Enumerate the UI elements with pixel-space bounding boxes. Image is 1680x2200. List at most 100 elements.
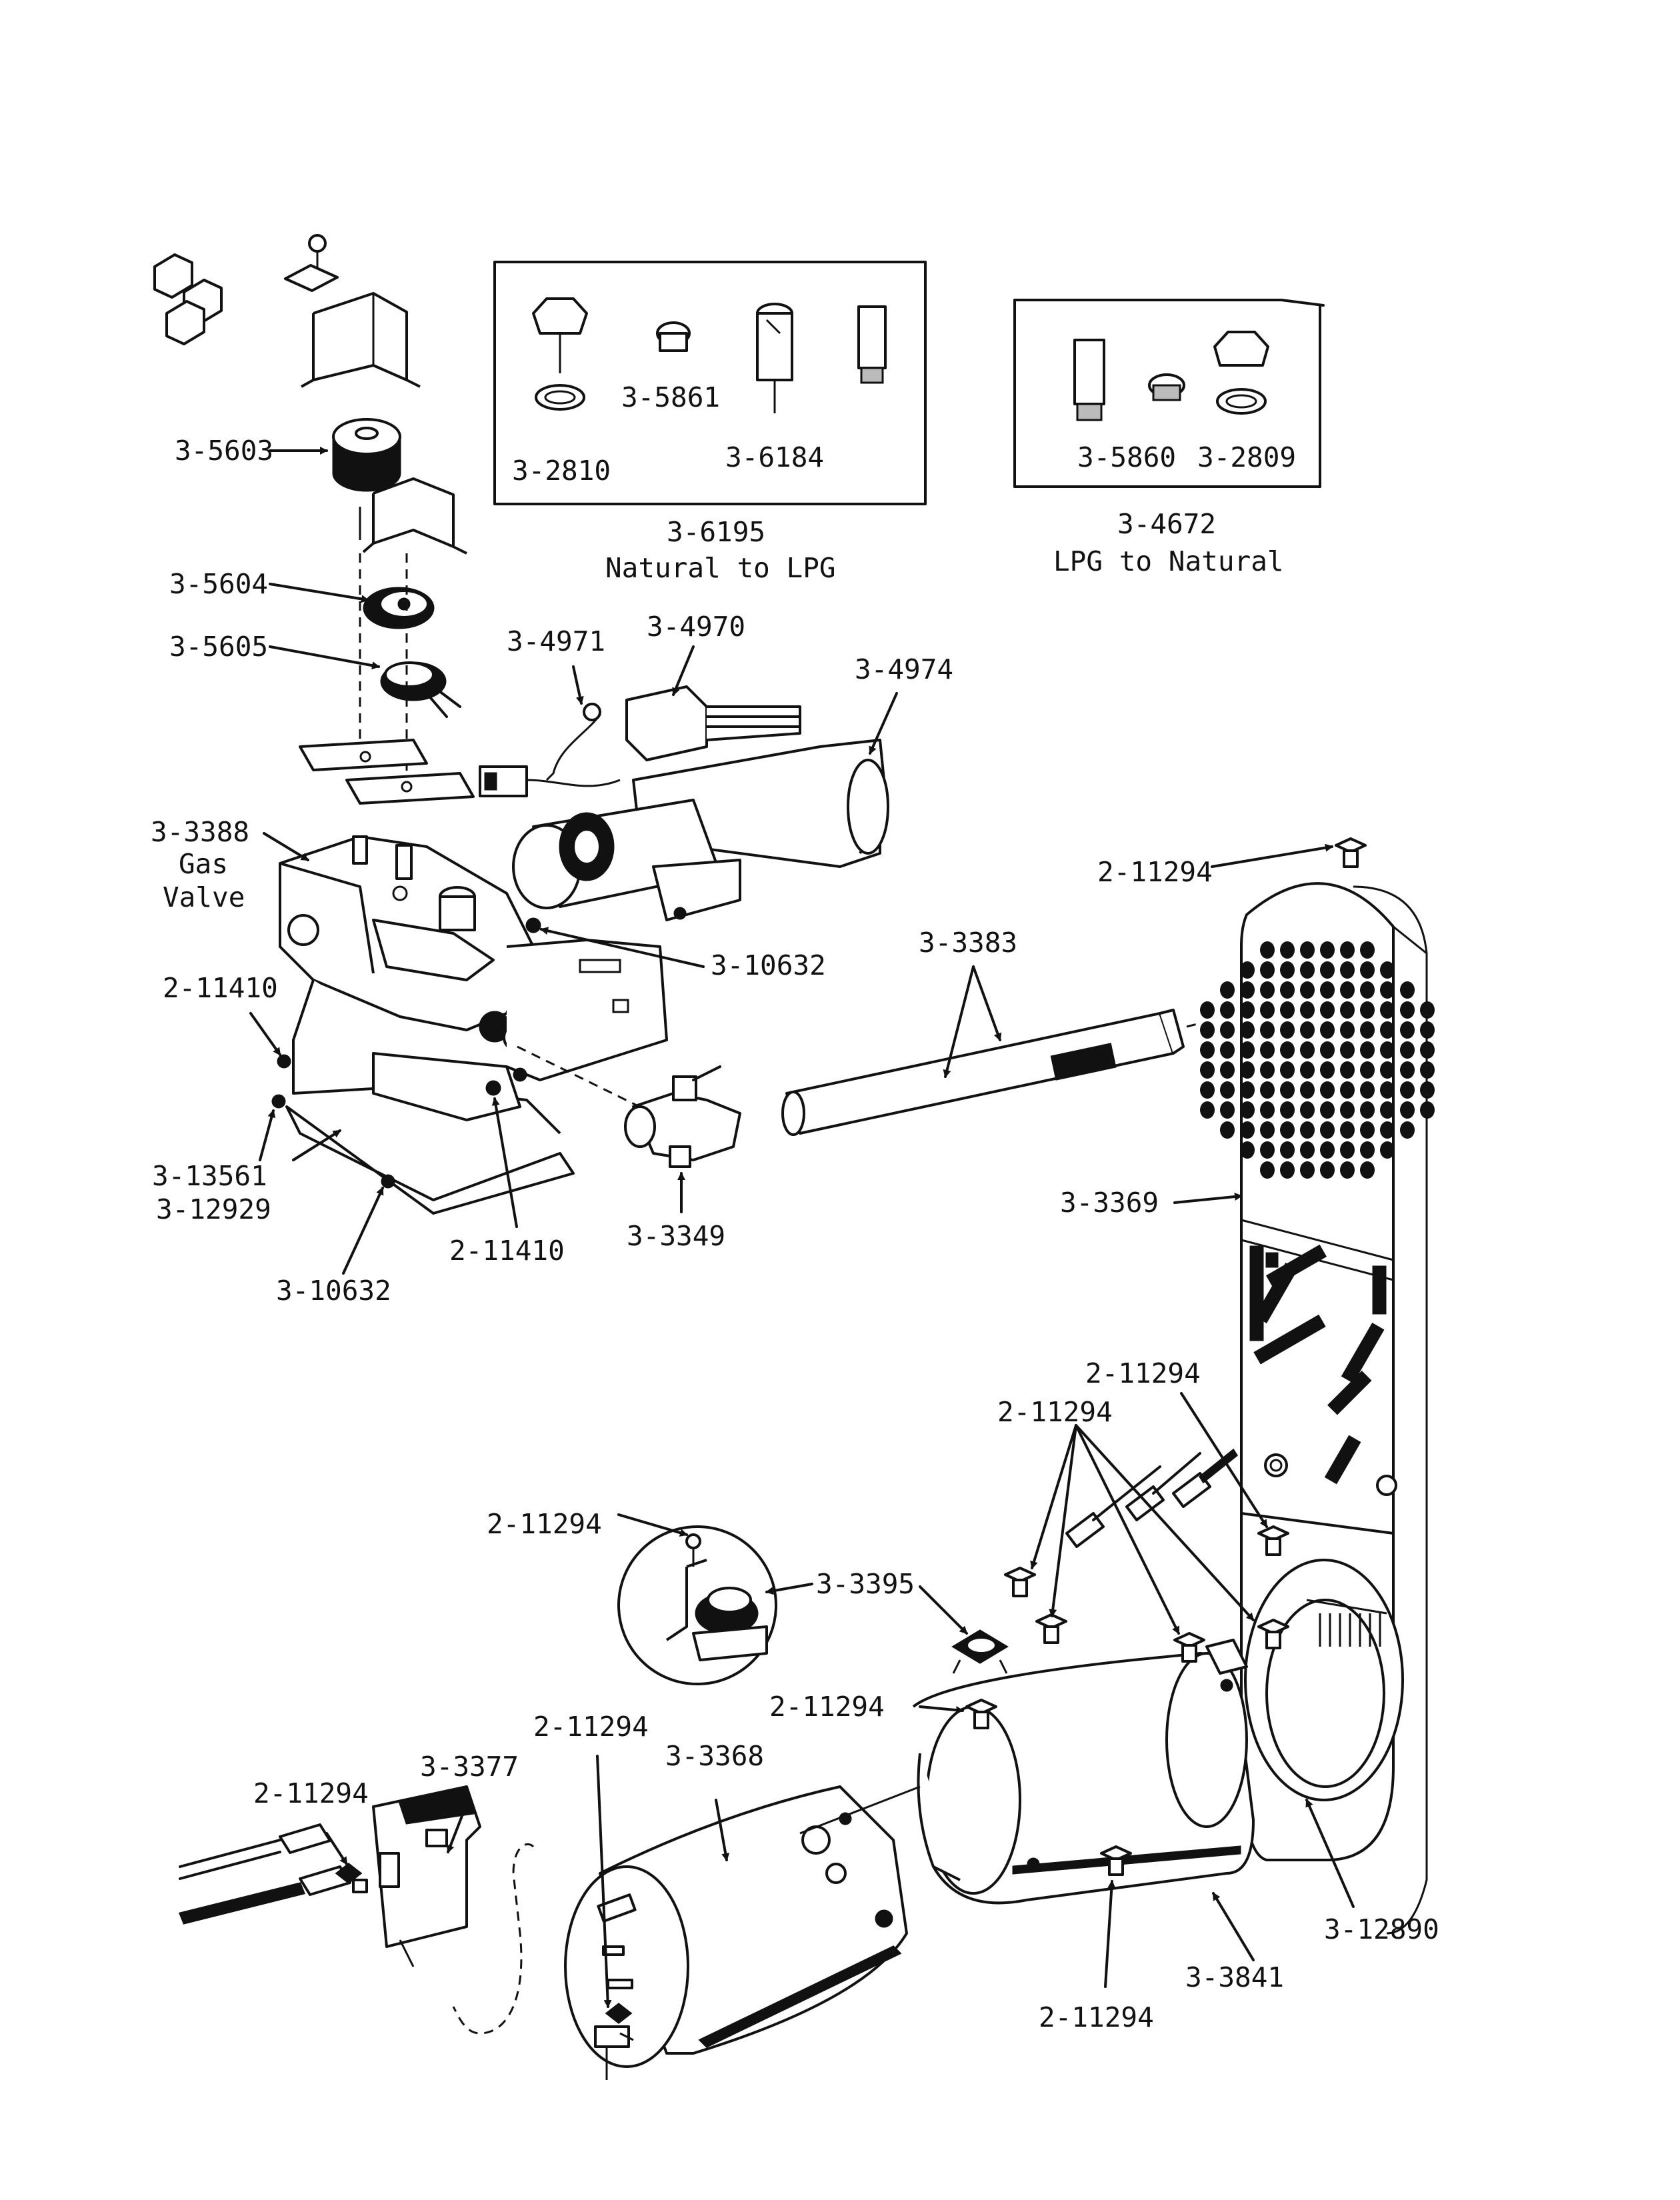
vent-hole: [1280, 1101, 1295, 1119]
label-2-11410-a: 2-11410: [163, 972, 278, 1004]
label-2-11294-h: 2-11294: [1039, 2001, 1154, 2033]
vent-hole: [1240, 1141, 1255, 1159]
blower-housing-3-12890-part: [1244, 1559, 1404, 1801]
vent-hole: [1340, 1041, 1355, 1059]
vent-hole: [1360, 1161, 1375, 1179]
screw-set-part: [153, 234, 339, 345]
vent-hole: [1300, 1121, 1315, 1139]
fitting-3-3349-part: [624, 1065, 741, 1168]
vent-hole: [1360, 1021, 1375, 1039]
vent-hole: [1300, 1041, 1315, 1059]
vent-hole: [1320, 1101, 1335, 1119]
vent-hole: [1280, 1021, 1295, 1039]
vent-hole: [1300, 1001, 1315, 1019]
combustion-chamber-3-3841-part: [912, 1639, 1255, 1905]
label-3-3388: 3-3388: [151, 816, 249, 848]
small-orifice-part: [1148, 373, 1185, 401]
vent-hole: [1260, 1001, 1275, 1019]
orifice-cap-part: [532, 297, 588, 411]
vent-hole: [1300, 961, 1315, 979]
vent-hole: [1280, 1161, 1295, 1179]
hex-orifice-part: [857, 305, 887, 384]
vent-hole: [1280, 1041, 1295, 1059]
vent-hole: [1300, 1141, 1315, 1159]
vent-hole: [1240, 1041, 1255, 1059]
vent-hole: [1320, 981, 1335, 999]
vent-hole: [1200, 1041, 1215, 1059]
regulator-spring-part: [756, 303, 793, 413]
vent-hole: [1380, 1141, 1395, 1159]
vent-hole: [1260, 981, 1275, 999]
vent-hole: [1200, 1081, 1215, 1099]
vent-hole: [1300, 941, 1315, 959]
vent-hole: [1280, 1081, 1295, 1099]
vent-hole: [1280, 1141, 1295, 1159]
gas-valve-part: [279, 835, 535, 1052]
thermostat-inset: [617, 1525, 777, 1685]
label-3-5605: 3-5605: [169, 631, 268, 663]
vent-hole: [1340, 981, 1355, 999]
label-3-12890: 3-12890: [1324, 1913, 1439, 1945]
vent-hole: [1340, 1021, 1355, 1039]
vent-hole: [1340, 1161, 1355, 1179]
label-2-11294-e: 2-11294: [769, 1691, 885, 1723]
vent-hole: [1200, 1061, 1215, 1079]
vent-hole: [1240, 1101, 1255, 1119]
label-3-4970: 3-4970: [647, 611, 745, 643]
vent-hole: [1340, 1001, 1355, 1019]
vent-hole: [1240, 981, 1255, 999]
vent-hole: [1300, 1161, 1315, 1179]
vent-hole: [1200, 1001, 1215, 1019]
vent-hole: [1260, 1121, 1275, 1139]
vent-hole: [1340, 1081, 1355, 1099]
vent-hole: [1280, 981, 1295, 999]
vent-hole: [1260, 1021, 1275, 1039]
vent-hole: [1280, 941, 1295, 959]
grille-lines: [1319, 1613, 1381, 1647]
vent-hole: [1260, 1141, 1275, 1159]
vent-hole: [1220, 1001, 1235, 1019]
burner-housing-3-3368-part: [564, 1785, 908, 2080]
vent-hole: [1240, 961, 1255, 979]
part-label-3-5861: 3-5861: [621, 381, 720, 413]
vent-hole: [1320, 1141, 1335, 1159]
vent-hole: [1380, 961, 1395, 979]
vent-hole: [1300, 1081, 1315, 1099]
part-number-labels: 3-5603 3-5604 3-5605 3-4971 3-4970 3-497…: [151, 435, 1439, 2033]
vent-hole: [1260, 941, 1275, 959]
vent-hole: [1340, 1101, 1355, 1119]
vent-hole: [1360, 1081, 1375, 1099]
kit-title-lpg-to-natural: LPG to Natural: [1053, 545, 1284, 577]
vent-hole: [1320, 1021, 1335, 1039]
vent-hole: [1220, 1121, 1235, 1139]
vent-hole: [1200, 1021, 1215, 1039]
vent-hole: [1360, 981, 1375, 999]
coil-3-5605-part: [380, 661, 461, 718]
part-label-3-5860: 3-5860: [1077, 441, 1176, 473]
vent-hole: [1400, 1061, 1415, 1079]
vent-hole: [1360, 1061, 1375, 1079]
vent-hole: [1360, 1121, 1375, 1139]
kit-lpg-to-natural: 3-5860 3-2809: [1013, 299, 1325, 488]
vent-hole: [1320, 1001, 1335, 1019]
burner-cylinder-part: [512, 799, 741, 921]
vent-hole: [1380, 1021, 1395, 1039]
vent-hole: [1320, 961, 1335, 979]
lower-bracket-part: [359, 477, 467, 555]
coil-3-5604-part: [363, 587, 435, 629]
wire-connector-part: [1065, 1448, 1238, 1548]
vent-hole: [1320, 1041, 1335, 1059]
wire-leads-part: [178, 1823, 351, 1925]
vent-hole: [1400, 981, 1415, 999]
kit-title-natural-to-lpg: Natural to LPG: [605, 552, 836, 584]
part-label-3-6184: 3-6184: [725, 441, 824, 473]
vent-hole: [1340, 1121, 1355, 1139]
vent-hole: [1380, 1081, 1395, 1099]
vent-hole: [1220, 1101, 1235, 1119]
vent-hole: [1240, 1061, 1255, 1079]
vent-hole: [1420, 1081, 1435, 1099]
vent-hole: [1340, 1141, 1355, 1159]
label-2-11294-d: 2-11294: [487, 1508, 602, 1540]
coil-3-5603-part: [332, 418, 401, 492]
